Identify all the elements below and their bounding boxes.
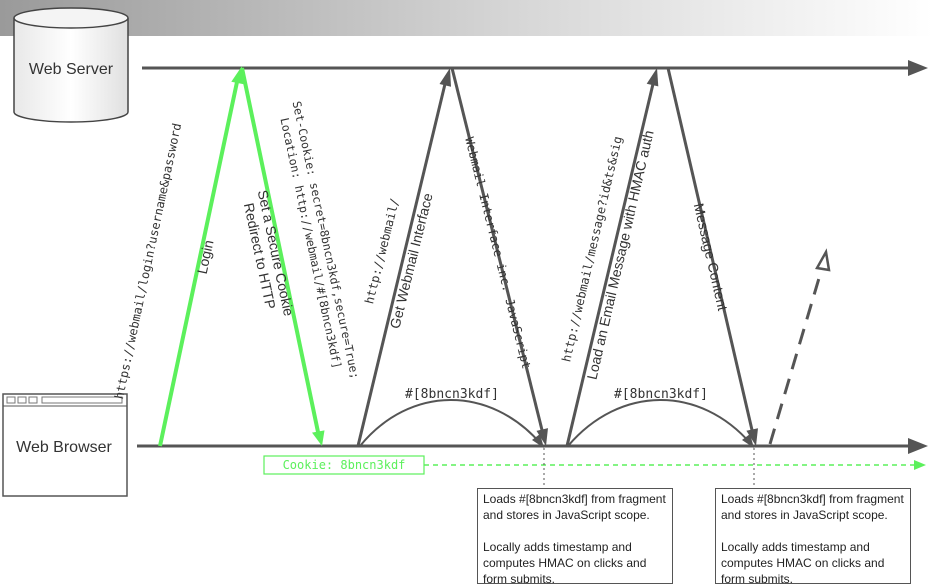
fragment-label-2: #[8bncn3kdf]	[614, 387, 708, 402]
cookie-persist-arrowhead	[914, 460, 926, 470]
fragment-arc-1-head	[532, 434, 544, 448]
fragment-arc-2-head	[742, 434, 754, 448]
web-server-icon	[13, 7, 129, 123]
message-content-arrow	[666, 67, 754, 431]
login-label: Login	[194, 239, 217, 276]
note-1-line-1: Loads #[8bncn3kdf] from fragment and sto…	[483, 492, 666, 522]
web-browser-label: Web Browser	[16, 439, 112, 456]
server-lifeline-arrowhead	[908, 60, 928, 76]
interface-response-label: Webmail Interface inc. JavaScript	[462, 136, 533, 371]
login-arrow	[158, 81, 239, 447]
message-request-arrow	[565, 83, 655, 447]
web-browser-icon	[2, 393, 128, 497]
message-request-arrowhead	[646, 68, 659, 87]
fragment-arc-1	[359, 399, 542, 447]
message-content-label: Message Content	[691, 202, 731, 313]
set-cookie-arrow	[240, 67, 320, 433]
note-2-line-2: Locally adds timestamp and computes HMAC…	[721, 540, 885, 586]
interface-response-arrow	[450, 67, 544, 431]
note-2-line-1: Loads #[8bncn3kdf] from fragment and sto…	[721, 492, 904, 522]
login-url-label: https://webmail/login?username&password	[112, 122, 184, 401]
cookie-box	[263, 455, 425, 475]
cookie-label: Cookie: 8bncn3kdf	[283, 458, 406, 472]
future-request-arrowhead	[815, 248, 831, 272]
set-cookie-arrowhead	[312, 430, 325, 446]
note-1-line-2: Locally adds timestamp and computes HMAC…	[483, 540, 647, 586]
fragment-arc-2	[567, 399, 752, 447]
message-content-arrowhead	[746, 428, 758, 446]
web-server-label: Web Server	[29, 61, 114, 78]
background-sheen-lower	[0, 0, 930, 36]
get-webmail-arrowhead	[439, 68, 451, 87]
interface-response-arrowhead	[536, 428, 548, 446]
note-box-2: Loads #[8bncn3kdf] from fragment and sto…	[715, 488, 911, 586]
browser-lifeline-arrowhead	[908, 438, 928, 454]
fragment-label-1: #[8bncn3kdf]	[405, 387, 499, 402]
future-request-arrow	[768, 267, 824, 445]
note-box-1: Loads #[8bncn3kdf] from fragment and sto…	[477, 488, 673, 586]
get-webmail-arrow	[356, 83, 447, 447]
